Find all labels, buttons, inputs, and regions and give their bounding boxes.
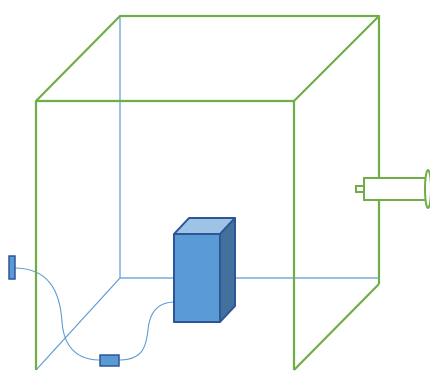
central-device-side-face: [219, 217, 236, 323]
cable-wall-to-floor-sensor: [13, 267, 101, 361]
side-probe-body: [363, 177, 429, 201]
cable-floor-sensor-to-device: [118, 301, 176, 361]
side-probe: [355, 169, 430, 209]
central-device: [173, 217, 236, 323]
enclosure-hidden-edges: [35, 16, 379, 371]
hidden-edge-floor-diagonal: [35, 277, 121, 371]
cable-group: [13, 267, 176, 361]
wall-sensor: [8, 255, 16, 280]
side-probe-end-cap: [424, 169, 430, 209]
enclosure-visible-edges: [34, 14, 381, 371]
enclosure-top-face: [34, 14, 381, 103]
floor-sensor: [99, 354, 120, 367]
enclosure-bottom-right-diagonal: [293, 283, 380, 371]
central-device-front-face: [173, 233, 221, 323]
side-probe-tip: [355, 185, 365, 193]
